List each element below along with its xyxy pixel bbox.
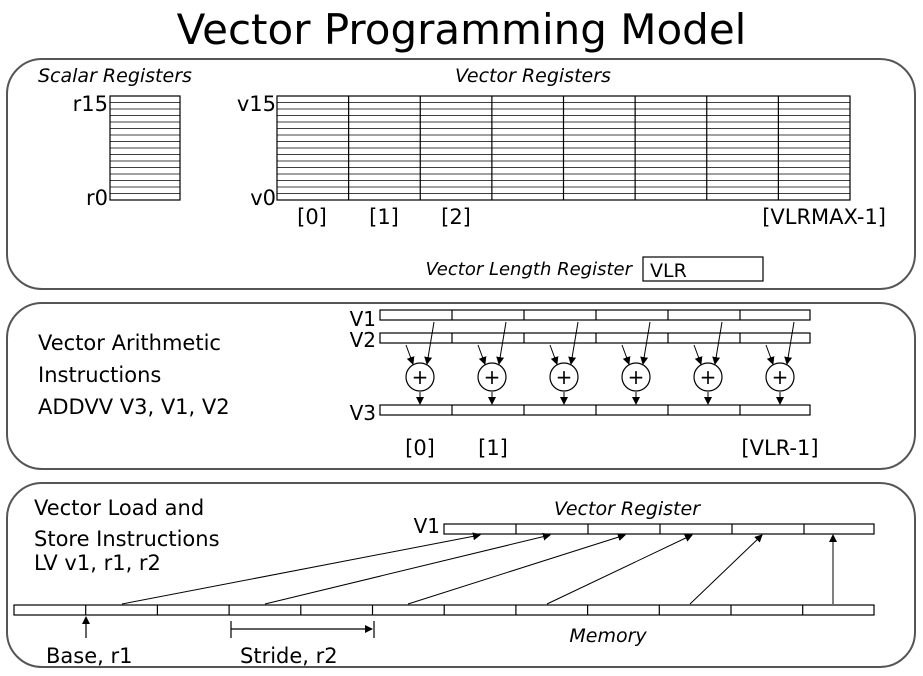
- arith-index-last: [VLR-1]: [741, 436, 818, 460]
- stride-label: Stride, r2: [240, 644, 338, 668]
- adder-input-arrow: [621, 344, 631, 365]
- v3-register-bar: [379, 404, 811, 416]
- v1-register-bar: [379, 309, 811, 321]
- memory-label: Memory: [569, 625, 647, 647]
- ls-text-line-3: LV v1, r1, r2: [34, 551, 161, 575]
- v2-label: V2: [350, 328, 376, 352]
- adder-circle: [693, 362, 723, 392]
- vector-element-index-1: [1]: [369, 205, 399, 229]
- adder-symbol: +: [772, 365, 789, 389]
- vector-top-label: v15: [237, 92, 276, 116]
- adder-circle: [549, 362, 579, 392]
- ls-text-line-2: Store Instructions: [34, 527, 220, 551]
- memory-dividers: [85, 605, 804, 615]
- adder-input-arrow: [496, 321, 507, 365]
- adder-symbol: +: [484, 365, 501, 389]
- adder-circle: [477, 362, 507, 392]
- vector-element-index-0: [0]: [297, 205, 327, 229]
- load-arrow: [407, 533, 626, 605]
- arith-text-line-2: Instructions: [38, 363, 161, 387]
- arith-text-line-3: ADDVV V3, V1, V2: [38, 395, 230, 419]
- ls-vector-register-dividers: [515, 524, 805, 534]
- panel-registers: [6, 58, 916, 290]
- adder-circle: [621, 362, 651, 392]
- adder-input-arrow: [784, 321, 795, 365]
- ls-v1-label: V1: [414, 514, 440, 538]
- adder-input-arrow: [549, 344, 559, 365]
- adder-input-arrow: [424, 321, 435, 365]
- vector-register-heading: Vector Register: [554, 498, 701, 520]
- arith-index-0: [0]: [405, 436, 435, 460]
- adder-symbol: +: [412, 365, 429, 389]
- vector-element-index-max: [VLRMAX-1]: [762, 205, 886, 229]
- vector-length-register-label: Vector Length Register: [426, 259, 634, 280]
- scalar-bottom-label: r0: [86, 186, 108, 210]
- adder-symbol: +: [556, 365, 573, 389]
- vector-registers-heading: Vector Registers: [455, 65, 611, 87]
- adder-input-arrow: [568, 321, 579, 365]
- adder-input-arrow: [640, 321, 651, 365]
- arith-register-dividers: [451, 310, 741, 415]
- adder-symbol: +: [700, 365, 717, 389]
- adder-input-arrow: [693, 344, 703, 365]
- adder-circle: [405, 362, 435, 392]
- load-arrow: [264, 532, 551, 605]
- v2-register-bar: [379, 332, 811, 344]
- load-arrows: [121, 532, 837, 605]
- panel-load-store: [6, 482, 916, 668]
- adder-circle: [765, 362, 795, 392]
- vector-element-index-2: [2]: [441, 205, 471, 229]
- adder-units: + + + + + +: [405, 321, 795, 405]
- scalar-registers-heading: Scalar Registers: [38, 65, 192, 87]
- load-arrow: [546, 534, 693, 605]
- slide-title: Vector Programming Model: [176, 5, 747, 54]
- base-label: Base, r1: [46, 644, 132, 668]
- load-arrow: [121, 532, 481, 605]
- panel-arithmetic: [6, 302, 916, 470]
- vector-register-element-columns: [348, 96, 779, 200]
- v1-label: V1: [350, 307, 376, 331]
- scalar-top-label: r15: [73, 92, 108, 116]
- vlr-box-label: VLR: [650, 260, 687, 282]
- arith-text-line-1: Vector Arithmetic: [38, 331, 221, 355]
- adder-input-arrow: [477, 344, 487, 365]
- load-arrow: [689, 534, 763, 605]
- vlr-box: [642, 256, 764, 282]
- vector-bottom-label: v0: [250, 186, 276, 210]
- scalar-register-rows: [110, 102, 180, 194]
- ls-text-line-1: Vector Load and: [34, 496, 204, 520]
- adder-input-arrow: [712, 321, 723, 365]
- adder-symbol: +: [628, 365, 645, 389]
- v3-label: V3: [350, 401, 376, 425]
- adder-input-arrow: [405, 344, 415, 365]
- arith-index-1: [1]: [478, 436, 508, 460]
- adder-input-arrow: [765, 344, 775, 365]
- ls-vector-register-bar: [443, 523, 875, 535]
